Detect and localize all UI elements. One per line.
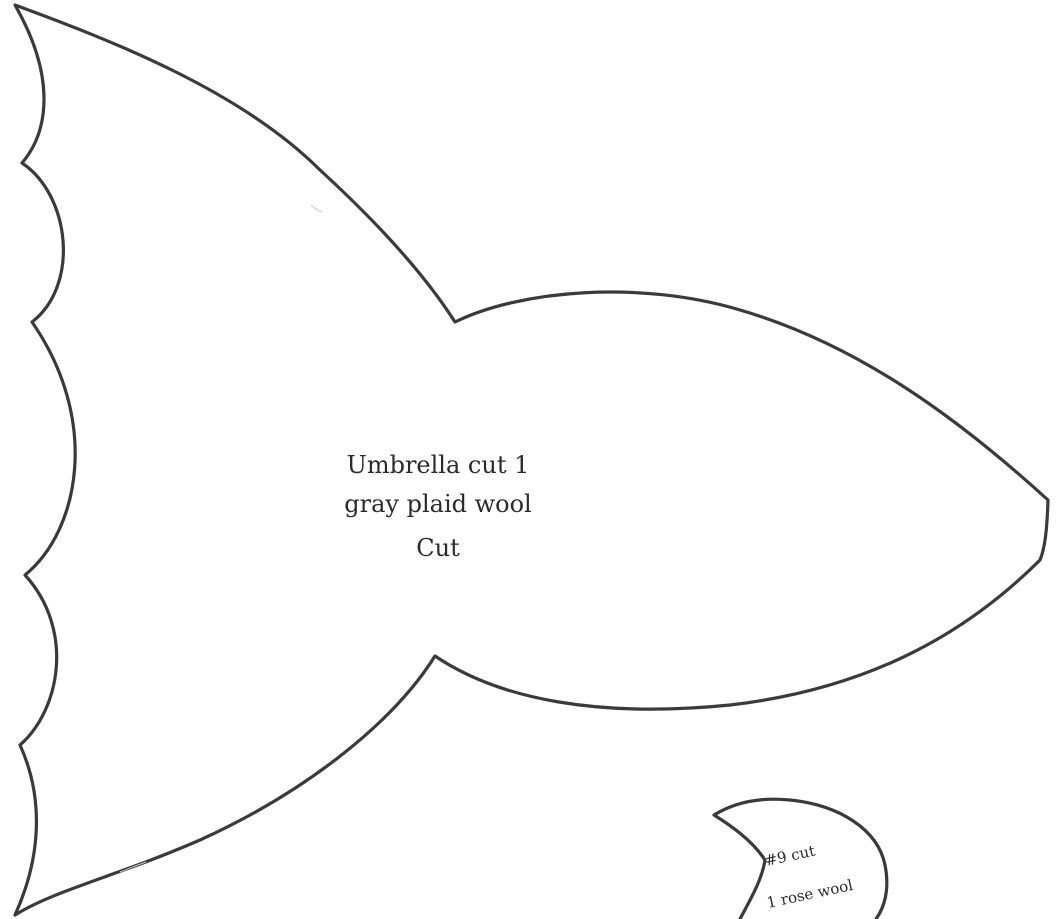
umbrella-label-line1: Umbrella cut 1 [347, 451, 530, 479]
small-piece-label-line2: 1 rose wool [765, 876, 855, 912]
pencil-mark [310, 204, 323, 213]
small-pattern-outline [712, 797, 889, 919]
pencil-mark [119, 861, 147, 873]
umbrella-label-line3: Cut [416, 534, 460, 562]
umbrella-pattern-outline [13, 3, 1050, 917]
umbrella-label-line2: gray plaid wool [344, 490, 531, 518]
small-piece-label-line1: #9 cut [763, 842, 817, 870]
